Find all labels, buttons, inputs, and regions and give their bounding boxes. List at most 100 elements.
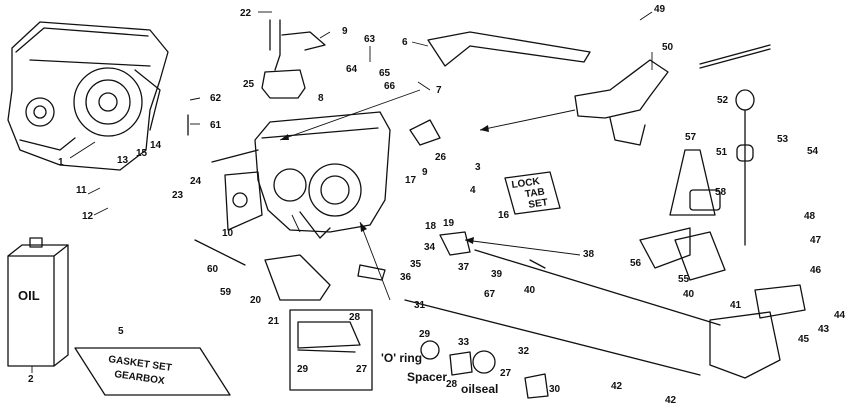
spacer — [449, 351, 473, 376]
callout-25: 25 — [243, 79, 255, 90]
callout-63: 63 — [364, 34, 376, 45]
callout-49: 49 — [654, 4, 666, 15]
lever-retainer — [689, 189, 721, 211]
callout-56: 56 — [630, 258, 642, 269]
callout-67: 67 — [484, 289, 496, 300]
callout-19: 19 — [443, 218, 455, 229]
lock-tab-set-card: LOCK TAB SET — [504, 171, 561, 215]
callout-46: 46 — [810, 265, 822, 276]
callout-27b: 27 — [500, 368, 512, 379]
callout-21: 21 — [268, 316, 280, 327]
callout-1: 1 — [58, 157, 64, 168]
callout-51: 51 — [716, 147, 728, 158]
oilseal-label: oilseal — [461, 382, 498, 396]
oil-can: OIL — [7, 237, 69, 367]
callout-64: 64 — [346, 64, 358, 75]
callout-40: 40 — [524, 285, 536, 296]
gaiter-plate — [639, 227, 691, 269]
gasket-set-card: GASKET SET GEARBOX — [74, 347, 231, 396]
callout-58: 58 — [715, 187, 727, 198]
callout-6: 6 — [402, 37, 408, 48]
remote-bracket — [754, 284, 806, 319]
callout-23: 23 — [172, 190, 184, 201]
oilseal — [472, 350, 496, 374]
callout-45: 45 — [798, 334, 810, 345]
remote-housing — [709, 311, 781, 379]
callout-47: 47 — [810, 235, 822, 246]
o-ring — [420, 340, 440, 360]
callout-62: 62 — [210, 93, 222, 104]
callout-4: 4 — [470, 185, 476, 196]
callout-11: 11 — [76, 185, 87, 196]
layshaft — [211, 149, 259, 163]
callout-65: 65 — [379, 68, 391, 79]
engine-block — [7, 21, 169, 171]
rubber-boot — [524, 373, 549, 399]
callout-40b: 40 — [683, 289, 695, 300]
callout-10: 10 — [222, 228, 234, 239]
bush — [357, 264, 386, 281]
seal-inset-box — [289, 309, 373, 391]
callout-28b: 28 — [446, 379, 458, 390]
callout-15: 15 — [136, 148, 148, 159]
oil-can-label: OIL — [18, 288, 40, 303]
callout-48: 48 — [804, 211, 816, 222]
callout-36: 36 — [400, 272, 412, 283]
callout-29: 29 — [297, 364, 309, 375]
callout-8: 8 — [318, 93, 324, 104]
callout-44: 44 — [834, 310, 846, 321]
callout-2: 2 — [28, 374, 34, 385]
callout-50: 50 — [662, 42, 674, 53]
callout-59: 59 — [220, 287, 232, 298]
callout-42: 42 — [611, 381, 623, 392]
callout-33: 33 — [458, 337, 470, 348]
callout-53: 53 — [777, 134, 789, 145]
callout-24: 24 — [190, 176, 202, 187]
callout-7: 7 — [436, 85, 442, 96]
rod-end — [529, 259, 546, 269]
callout-5: 5 — [118, 326, 124, 337]
callout-26: 26 — [435, 152, 447, 163]
callout-14: 14 — [150, 140, 162, 151]
callout-9: 9 — [342, 26, 348, 37]
callout-16: 16 — [498, 210, 510, 221]
callout-52: 52 — [717, 95, 729, 106]
callout-12: 12 — [82, 211, 94, 222]
callout-18: 18 — [425, 221, 437, 232]
callout-30: 30 — [549, 384, 561, 395]
lock-label: LOCK — [511, 176, 541, 191]
callout-27: 27 — [356, 364, 368, 375]
callout-39: 39 — [491, 269, 503, 280]
callout-13: 13 — [117, 155, 129, 166]
leader-lines — [31, 11, 653, 373]
callout-55: 55 — [678, 274, 690, 285]
callout-38: 38 — [583, 249, 595, 260]
callout-60: 60 — [207, 264, 219, 275]
callout-28: 28 — [349, 312, 361, 323]
gearbox-casing — [224, 111, 391, 239]
callout-31: 31 — [414, 300, 426, 311]
o-ring-label: 'O' ring — [381, 351, 422, 365]
remote-rod — [404, 299, 701, 376]
callout-20: 20 — [250, 295, 262, 306]
callout-34: 34 — [424, 242, 436, 253]
gearbox-mount — [439, 231, 471, 256]
spacer-label: Spacer — [407, 370, 447, 384]
tab-label: TAB — [524, 187, 545, 201]
callout-3: 3 — [475, 162, 481, 173]
callout-61: 61 — [210, 120, 222, 131]
oil-strainer — [261, 19, 326, 99]
set-label: SET — [528, 197, 549, 211]
reference-arrows — [279, 89, 581, 301]
selector-forks — [574, 44, 771, 146]
callout-54: 54 — [807, 146, 819, 157]
mounting-bracket — [264, 254, 331, 301]
callout-66: 66 — [384, 81, 396, 92]
callout-35: 35 — [410, 259, 422, 270]
callout-43: 43 — [818, 324, 830, 335]
callout-37: 37 — [458, 262, 470, 273]
callout-57: 57 — [685, 132, 697, 143]
callout-9b: 9 — [422, 167, 428, 178]
